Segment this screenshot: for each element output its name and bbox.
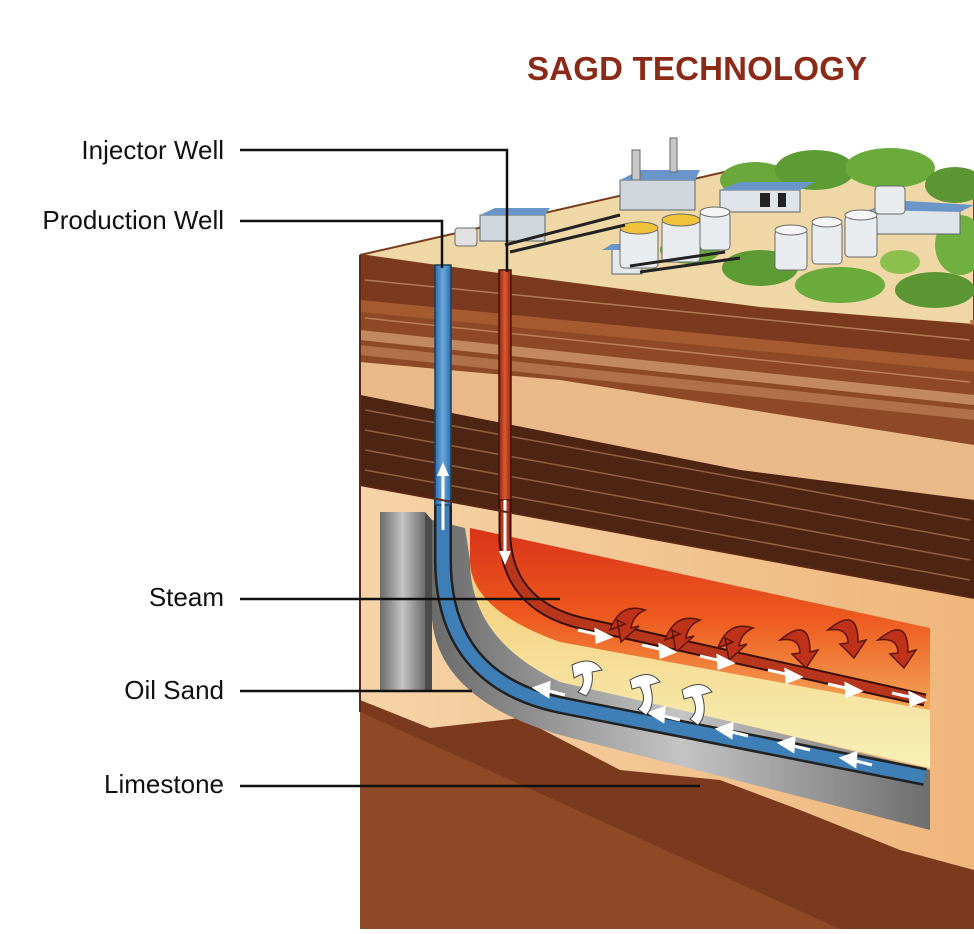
leader-lines bbox=[240, 148, 700, 788]
block-outline bbox=[359, 255, 974, 712]
label-steam: Steam bbox=[148, 582, 224, 612]
label-limestone: Limestone bbox=[104, 769, 224, 799]
leader-injector bbox=[240, 148, 509, 272]
surface-pipes bbox=[504, 213, 741, 274]
surface-plant bbox=[359, 137, 974, 327]
drainage-arrows bbox=[571, 660, 713, 726]
flow-arrows-left bbox=[531, 680, 873, 769]
storage-tanks bbox=[454, 185, 906, 271]
label-oil-sand: Oil Sand bbox=[124, 675, 224, 705]
steam-arrows bbox=[608, 607, 918, 670]
steam-chamber bbox=[470, 528, 930, 710]
trees bbox=[660, 148, 974, 308]
leader-production bbox=[240, 219, 444, 268]
label-production-well: Production Well bbox=[42, 205, 224, 235]
label-injector-well: Injector Well bbox=[81, 135, 224, 165]
flow-arrows-right bbox=[577, 627, 928, 708]
wells bbox=[434, 264, 512, 565]
injector-well-pipe bbox=[498, 269, 512, 501]
diagram-title: SAGD TECHNOLOGY bbox=[527, 50, 868, 87]
